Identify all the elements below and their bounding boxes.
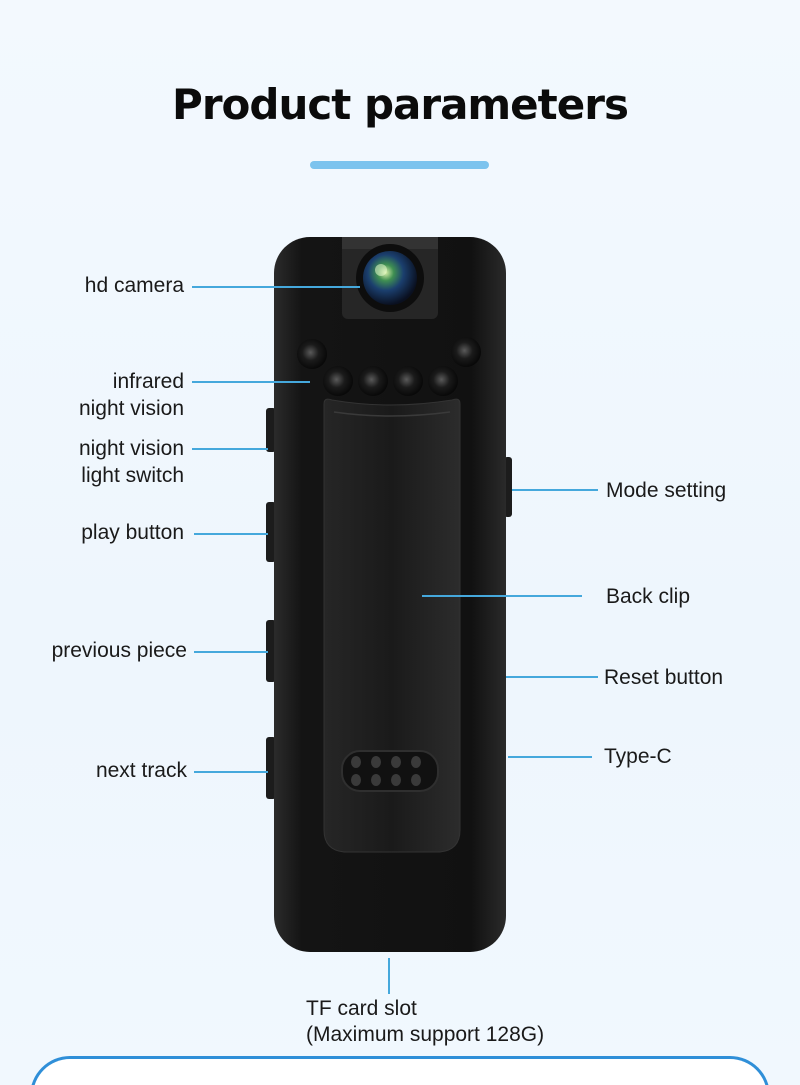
label-night-switch-line1: night vision bbox=[78, 437, 184, 460]
label-night-switch-line2: light switch bbox=[81, 464, 184, 487]
label-tf-card-line2: (Maximum support 128G) bbox=[306, 1023, 545, 1046]
label-infrared-line2: night vision bbox=[78, 397, 184, 420]
label-tf-card-line1: TF card slot bbox=[306, 997, 417, 1020]
callout-line-back-clip bbox=[422, 595, 582, 597]
side-switch bbox=[266, 408, 276, 452]
label-previous-piece: previous piece bbox=[51, 639, 187, 662]
body-camera-device bbox=[266, 237, 512, 952]
label-infrared-line1: infrared bbox=[112, 370, 184, 393]
callout-line-play-button bbox=[194, 533, 268, 535]
callout-line-tf-card bbox=[388, 958, 390, 994]
callout-line-infrared bbox=[192, 381, 310, 383]
label-next-track: next track bbox=[95, 759, 187, 782]
label-hd-camera: hd camera bbox=[84, 274, 184, 297]
callout-line-reset-button bbox=[506, 676, 598, 678]
callout-line-mode-setting bbox=[512, 489, 598, 491]
label-play-button: play button bbox=[81, 521, 184, 544]
back-clip bbox=[323, 398, 461, 853]
next-side-button bbox=[266, 737, 276, 799]
infrared-leds bbox=[297, 337, 481, 396]
callout-line-night-switch bbox=[192, 448, 268, 450]
label-mode-setting: Mode setting bbox=[606, 479, 727, 502]
label-type-c: Type-C bbox=[604, 745, 672, 768]
page-title: Product parameters bbox=[172, 80, 629, 129]
callout-line-next-track bbox=[194, 771, 268, 773]
play-side-button bbox=[266, 502, 276, 562]
camera-lens bbox=[363, 251, 417, 305]
previous-side-button bbox=[266, 620, 276, 682]
next-section-card bbox=[30, 1056, 770, 1085]
title-underline bbox=[310, 161, 489, 169]
callout-line-hd-camera bbox=[192, 286, 360, 288]
callout-line-previous-piece bbox=[194, 651, 268, 653]
label-reset-button: Reset button bbox=[604, 666, 724, 689]
label-back-clip: Back clip bbox=[606, 585, 691, 608]
callout-line-type-c bbox=[508, 756, 592, 758]
